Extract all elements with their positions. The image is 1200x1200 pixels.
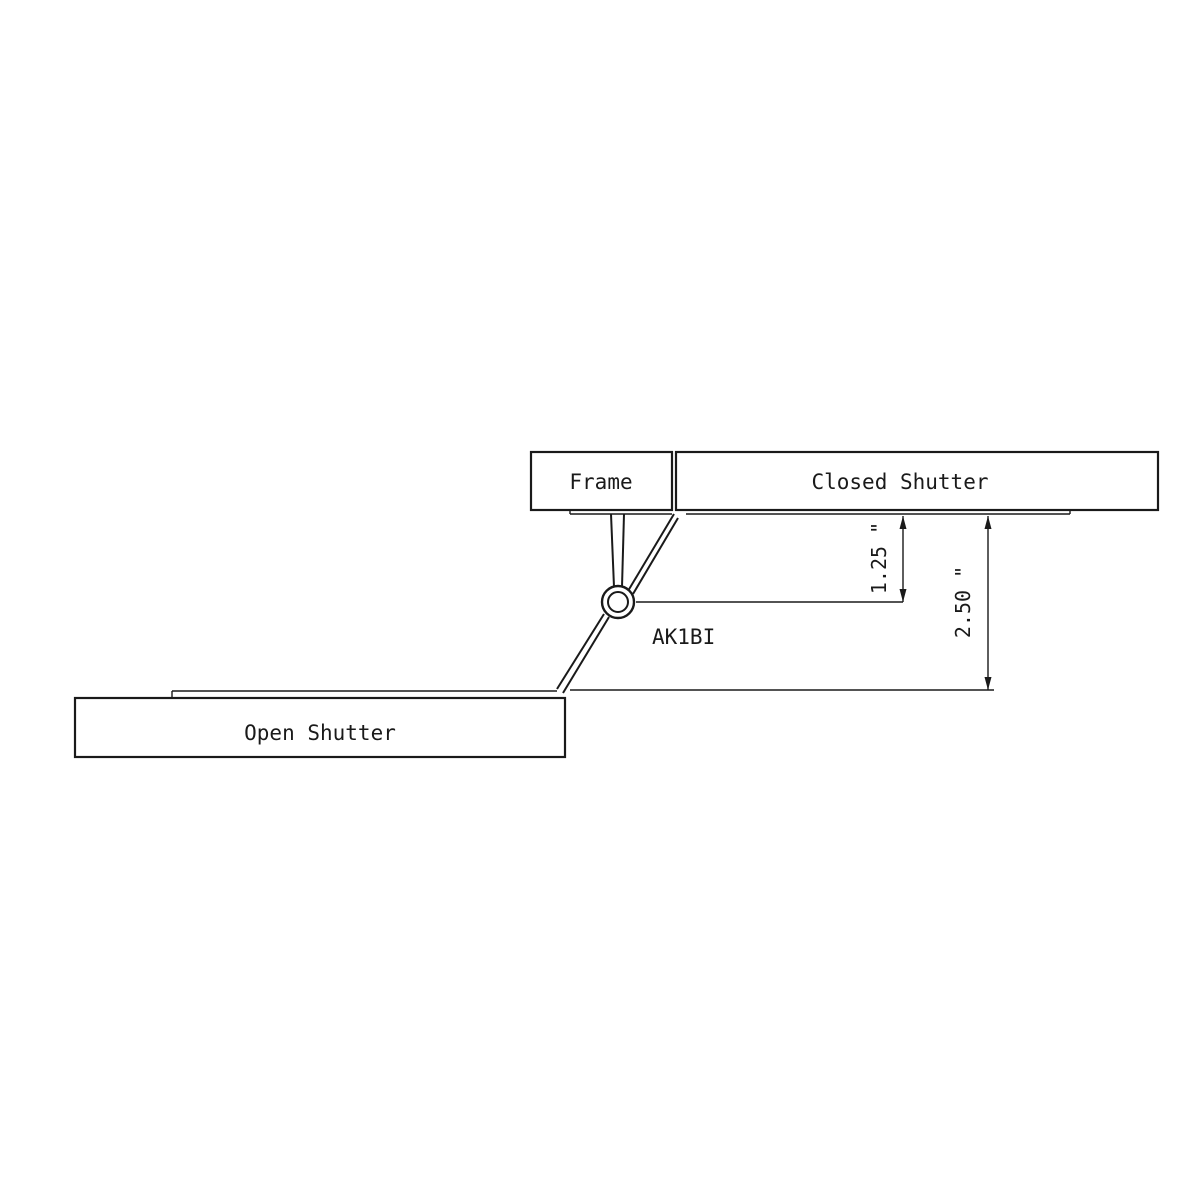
frame-label: Frame	[569, 470, 632, 494]
frame-leaf-line-left	[610, 513, 615, 588]
dim-1-label: 1.25 "	[867, 522, 891, 594]
open-shutter-box	[73, 696, 567, 759]
upper-leaf-diagonal-1	[627, 513, 675, 592]
dim-1-arrow-up	[899, 516, 907, 529]
dim-1-arrow-down	[899, 589, 907, 602]
closed-shutter-label: Closed Shutter	[811, 470, 988, 494]
dim-2-label: 2.50 "	[951, 566, 975, 638]
upper-leaf-diagonal-2	[632, 517, 679, 595]
frame-box	[529, 450, 674, 512]
open-shutter-label: Open Shutter	[244, 721, 396, 745]
dim-2-arrow-down	[984, 677, 992, 690]
dim-2-arrow-up	[984, 516, 992, 529]
frame-leaf-line-right	[621, 513, 625, 588]
closed-shutter-box	[674, 450, 1160, 512]
lower-leaf-diagonal-1	[556, 613, 605, 690]
hinge-knuckle-inner	[607, 591, 629, 613]
hinge-part-label: AK1BI	[652, 625, 715, 649]
lower-leaf-diagonal-2	[562, 616, 610, 694]
